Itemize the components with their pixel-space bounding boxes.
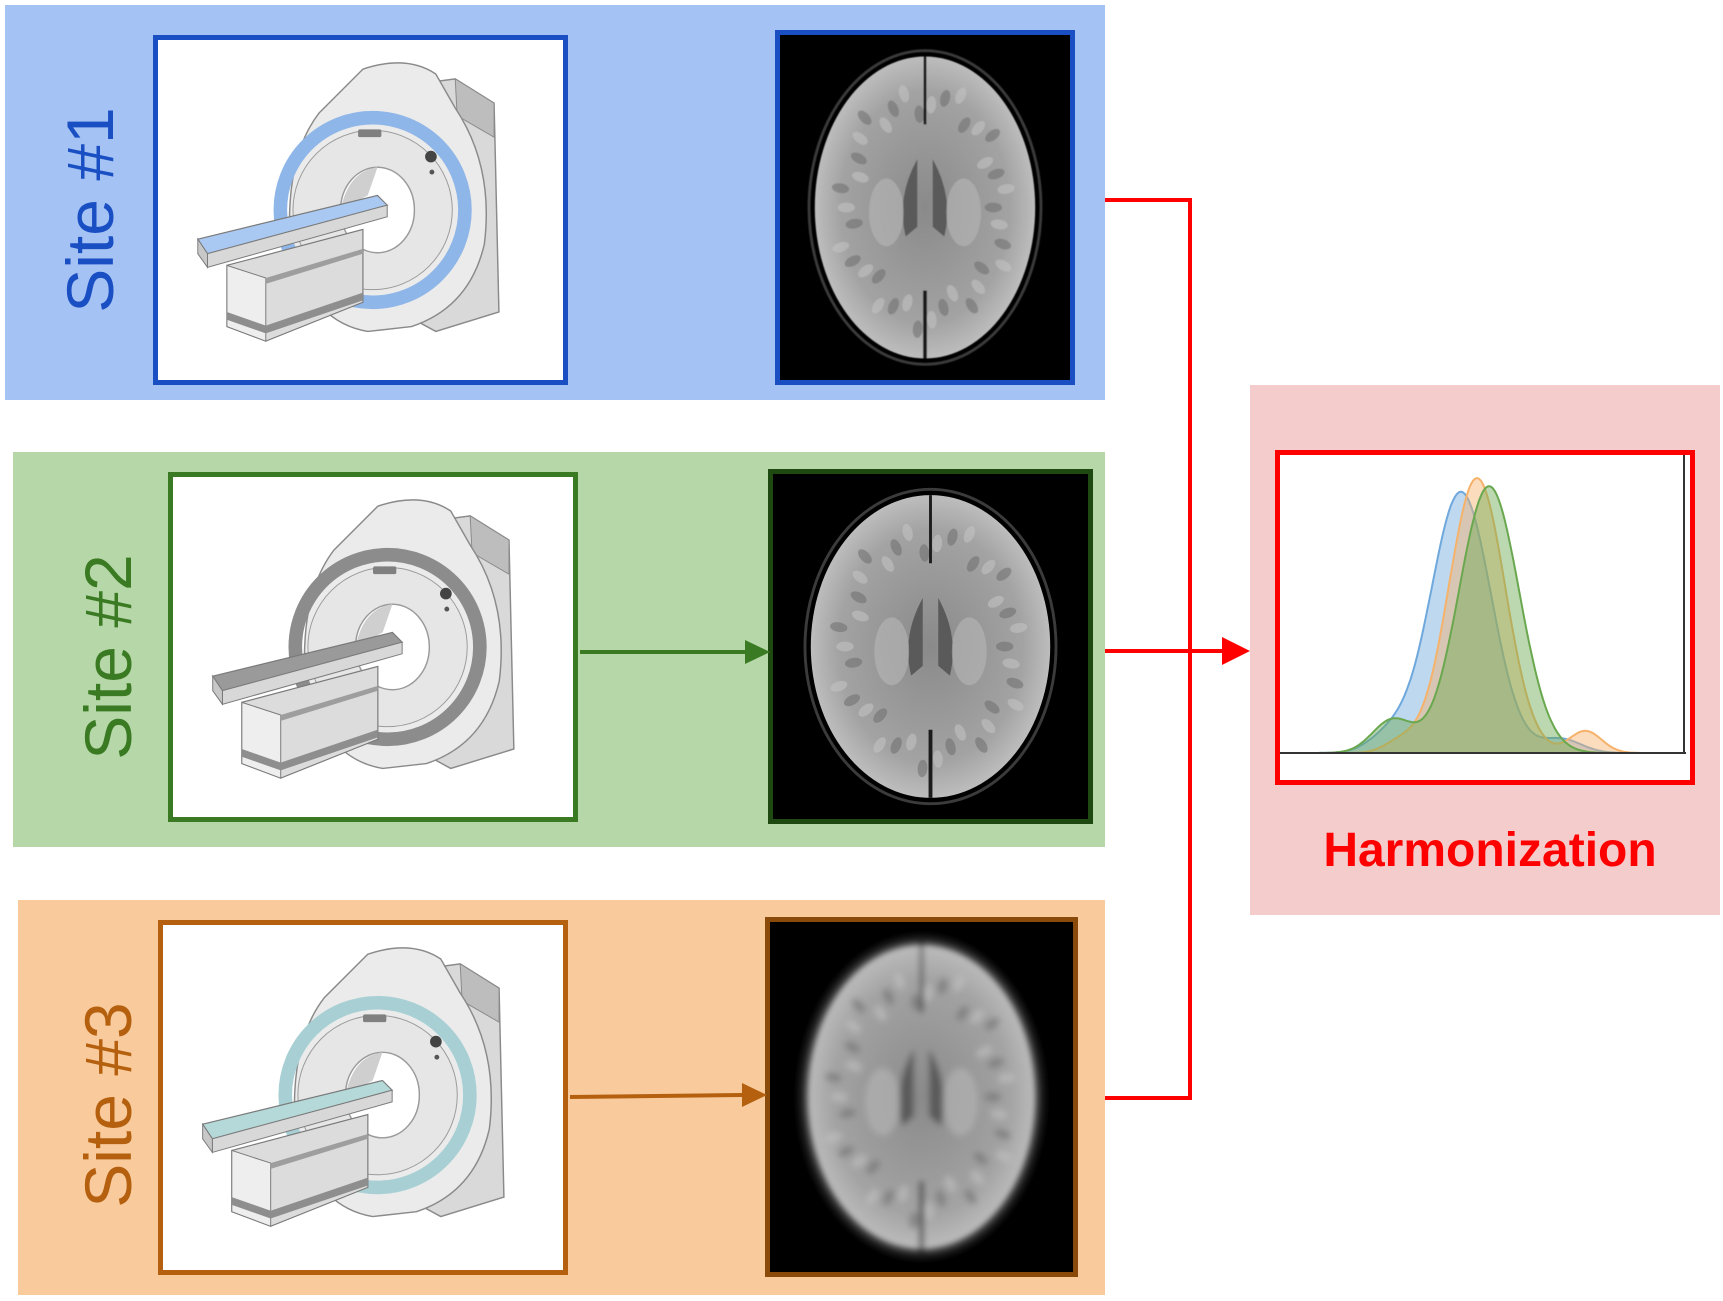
site-1-label: Site #1 — [53, 107, 127, 313]
mri-scanner-icon — [211, 499, 515, 779]
site-2-brain-scan — [768, 469, 1093, 824]
harmonization-distribution-plot — [1275, 450, 1695, 785]
site-2-panel: Site #2 — [13, 452, 1105, 847]
density-curve-3 — [1280, 485, 1682, 754]
harmonization-connector — [1105, 198, 1250, 1100]
harmonization-panel: Harmonization — [1250, 385, 1720, 915]
mri-scanner-icon — [201, 947, 505, 1227]
site-2-scanner-illustration — [168, 472, 578, 822]
site-3-scanner-illustration — [158, 920, 568, 1275]
mri-scanner-icon — [196, 62, 500, 342]
density-distribution-curves — [1280, 455, 1686, 754]
site-3-brain-scan — [765, 917, 1078, 1277]
site-1-brain-scan — [775, 30, 1075, 385]
site-3-label: Site #3 — [71, 1002, 145, 1208]
harmonization-title: Harmonization — [1323, 824, 1657, 877]
site-3-panel: Site #3 — [18, 900, 1105, 1295]
brain-mri-image — [780, 35, 1070, 380]
site-1-panel: Site #1 — [5, 5, 1105, 400]
brain-mri-image — [773, 474, 1088, 819]
brain-mri-image — [770, 922, 1073, 1272]
site-2-label: Site #2 — [71, 554, 145, 760]
site-1-scanner-illustration — [153, 35, 568, 385]
